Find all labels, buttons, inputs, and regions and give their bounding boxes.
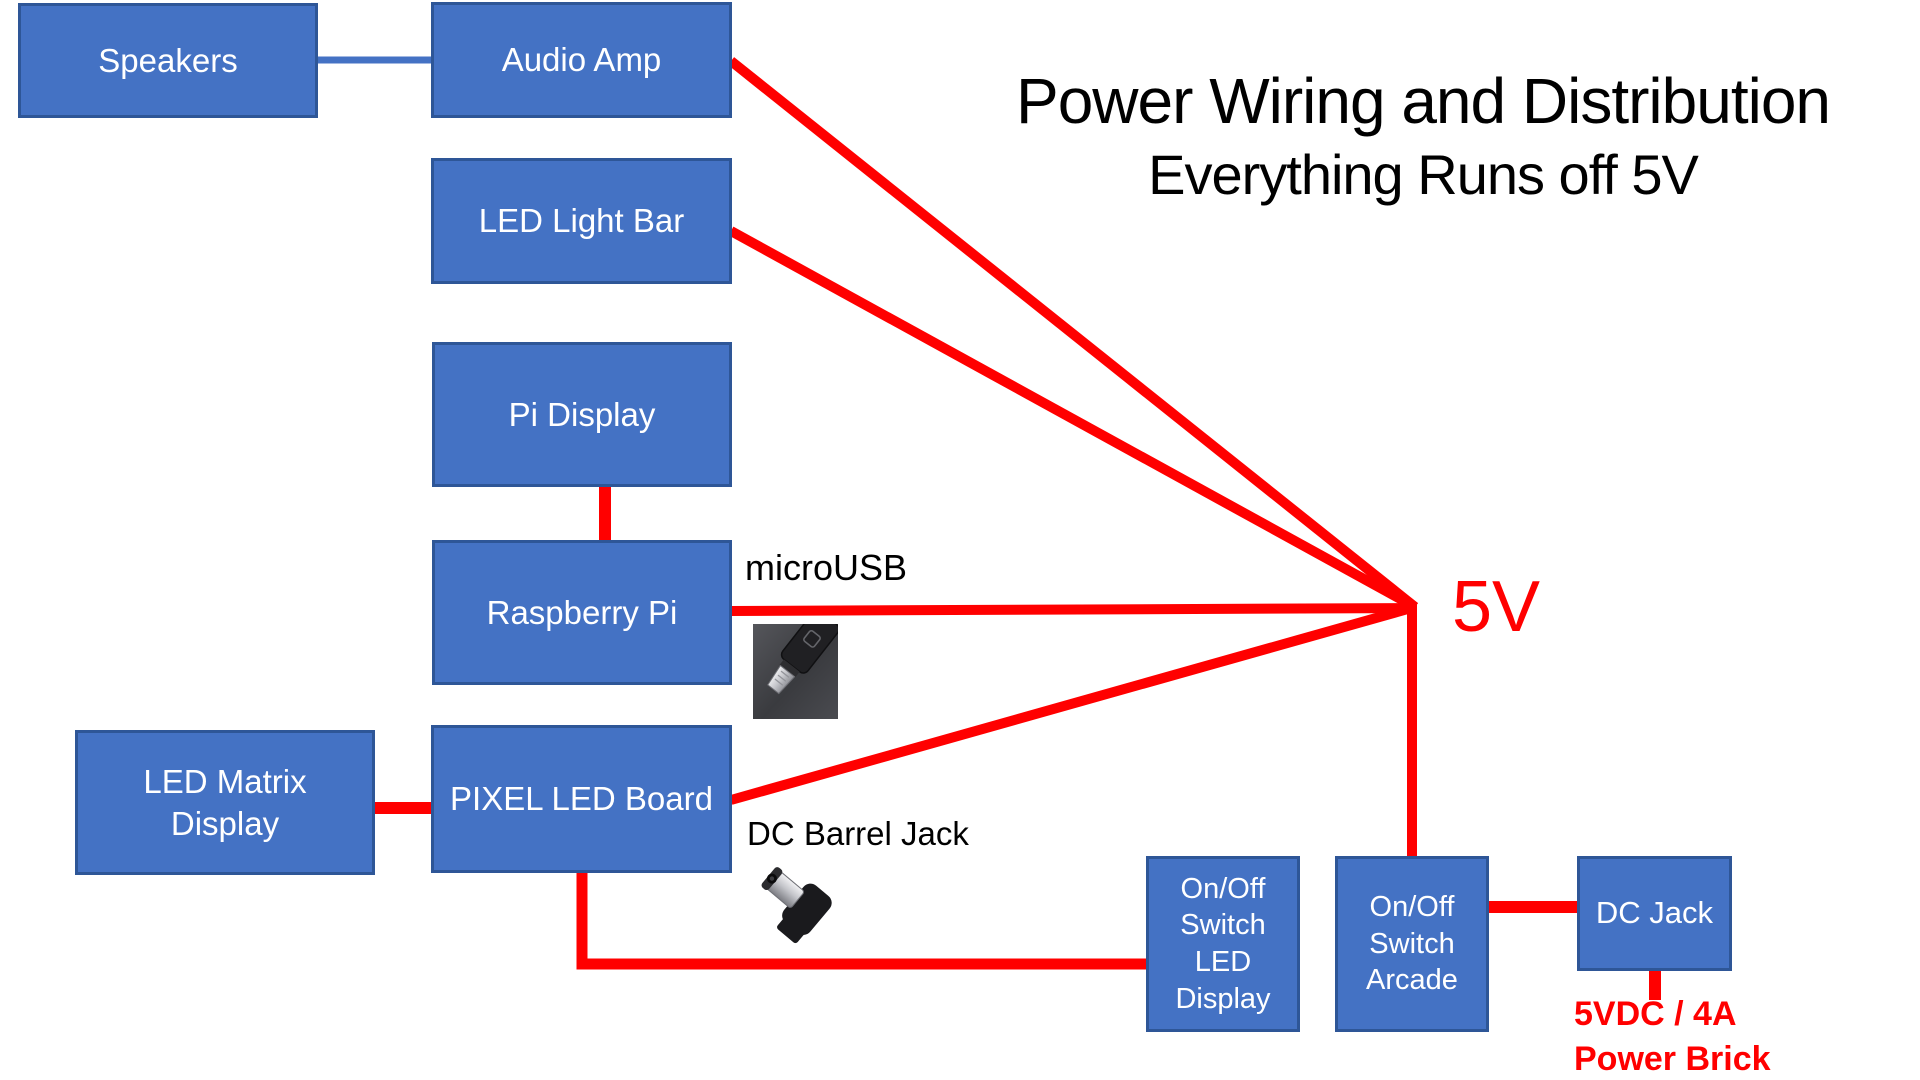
wire-led-light-bar-to-5v [728, 226, 1418, 612]
slide-subtitle: Everything Runs off 5V [1148, 142, 1699, 206]
dc-barrel-jack-label: DC Barrel Jack [747, 815, 969, 852]
node-audio-amp-label: Audio Amp [501, 41, 662, 79]
wire-pixel-to-onoff-led-display [576, 871, 1148, 970]
wire-audio-amp-to-5v [727, 57, 1419, 611]
node-onoff-switch-led-display: On/Off Switch LED Display [1146, 856, 1300, 1032]
five-v-node-label: 5V [1452, 567, 1541, 647]
power-brick-label: 5VDC / 4A Power Brick [1574, 995, 1771, 1078]
node-pixel-led-board-label: PIXEL LED Board [450, 780, 713, 818]
microusb-photo [753, 610, 840, 719]
node-pi-display-label: Pi Display [508, 395, 656, 433]
node-onoff-switch-arcade-label: On/Off Switch Arcade [1366, 891, 1458, 997]
node-dc-jack-label: DC Jack [1595, 895, 1714, 931]
node-onoff-switch-arcade: On/Off Switch Arcade [1335, 856, 1489, 1032]
dc-barrel-jack-photo [752, 856, 846, 949]
node-led-light-bar: LED Light Bar [431, 158, 732, 284]
node-audio-amp: Audio Amp [431, 2, 732, 118]
node-led-matrix-display-label: LED Matrix Display [143, 763, 307, 842]
node-speakers-label: Speakers [98, 41, 238, 79]
microusb-label: microUSB [745, 547, 908, 588]
dc-plug-shape [761, 867, 832, 944]
node-dc-jack: DC Jack [1577, 856, 1732, 971]
microusb-connector-shape [767, 610, 840, 695]
wire-pixel-led-board-to-5v [729, 602, 1417, 805]
node-led-light-bar-label: LED Light Bar [478, 202, 685, 240]
title-block: Power Wiring and Distribution Everything… [873, 64, 1920, 207]
node-led-matrix-display: LED Matrix Display [75, 730, 375, 875]
node-raspberry-pi: Raspberry Pi [432, 540, 732, 685]
node-pixel-led-board: PIXEL LED Board [431, 725, 732, 873]
slide-title: Power Wiring and Distribution [1016, 65, 1831, 137]
node-raspberry-pi-label: Raspberry Pi [486, 593, 678, 631]
node-onoff-switch-led-display-label: On/Off Switch LED Display [1175, 872, 1271, 1015]
node-pi-display: Pi Display [432, 342, 732, 487]
node-speakers: Speakers [18, 3, 318, 118]
wire-raspberry-pi-to-5v [730, 603, 1416, 616]
